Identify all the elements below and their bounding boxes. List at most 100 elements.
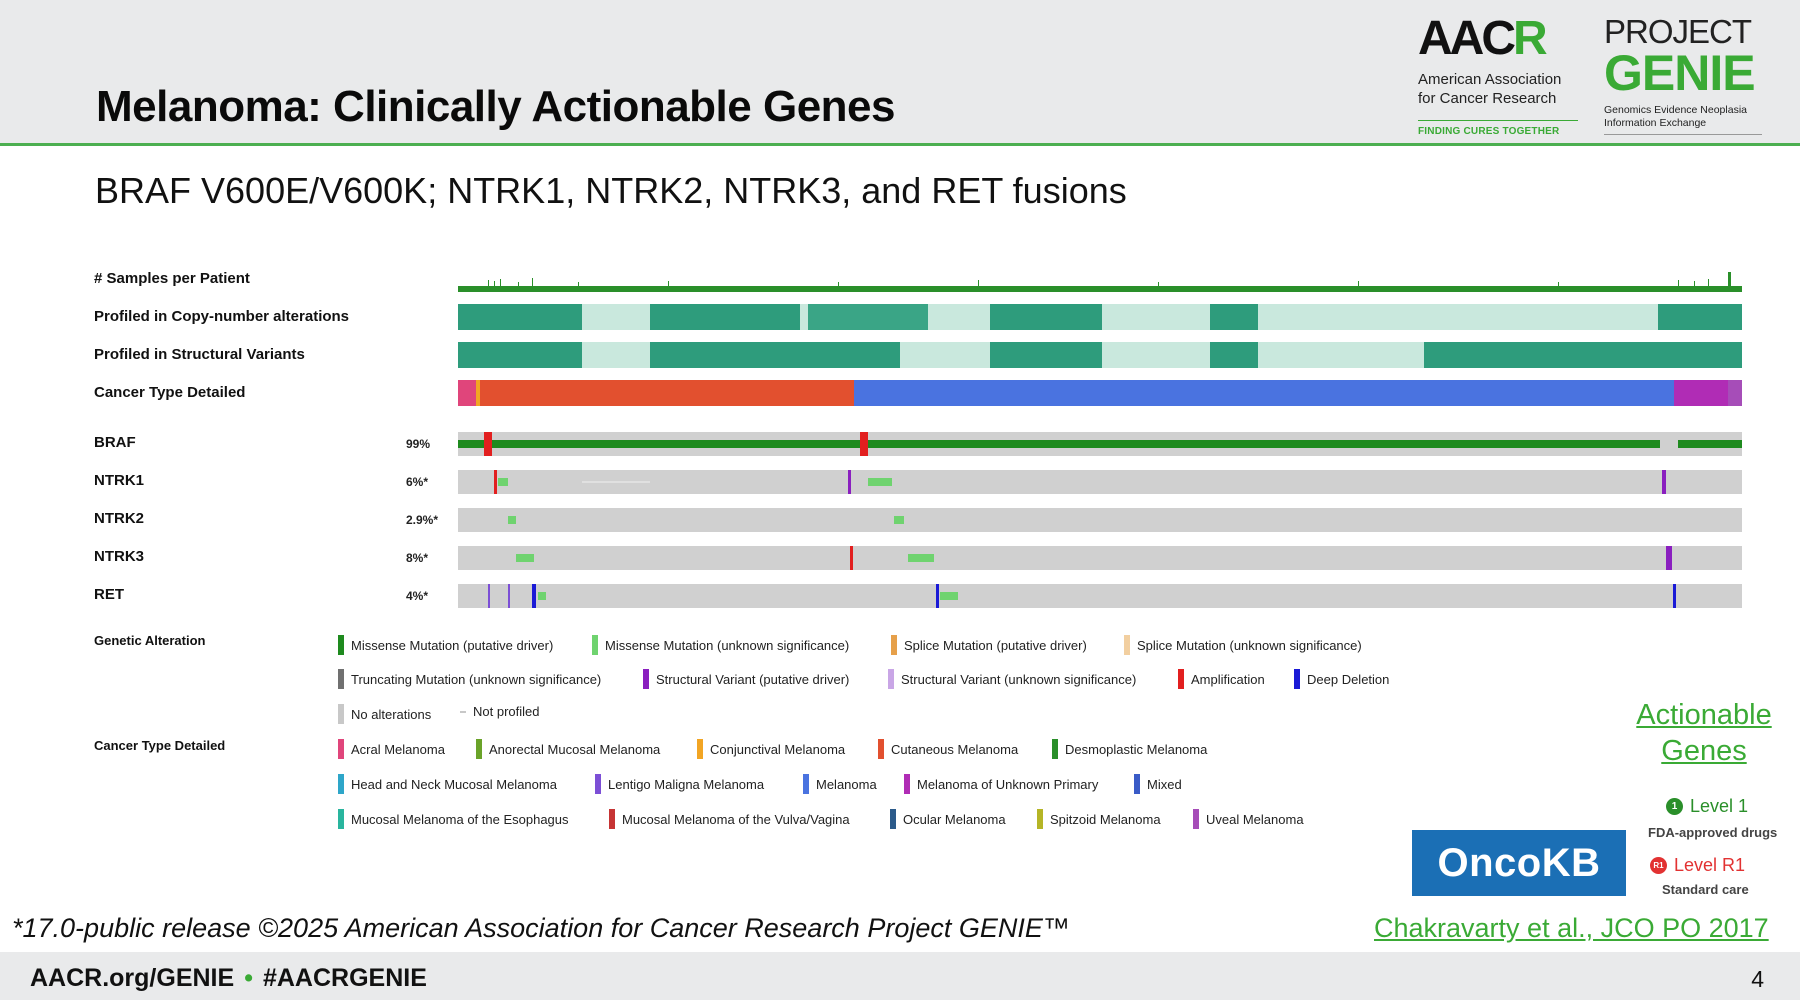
legend-label: Mucosal Melanoma of the Vulva/Vagina [622, 811, 850, 827]
gene-pct-braf: 99% [406, 437, 431, 451]
legend-label: Splice Mutation (unknown significance) [1137, 637, 1362, 653]
legend-label: Splice Mutation (putative driver) [904, 637, 1087, 653]
legend-swatch [1178, 669, 1184, 689]
legend-swatch [460, 710, 466, 713]
legend-label: Missense Mutation (putative driver) [351, 637, 554, 653]
legend-item: Spitzoid Melanoma [1037, 809, 1161, 829]
genie-logo: PROJECT GENIE Genomics Evidence Neoplasi… [1604, 14, 1762, 135]
legend-item: Lentigo Maligna Melanoma [595, 774, 764, 794]
legend-label: Amplification [1191, 671, 1265, 687]
legend-label: Desmoplastic Melanoma [1065, 741, 1208, 757]
ntrk2-track [458, 508, 1742, 532]
legend-label: Not profiled [473, 704, 540, 719]
gene-pct-ntrk2: 2.9%* [406, 513, 439, 527]
aacr-tagline: FINDING CURES TOGETHER [1418, 120, 1578, 137]
legend-item: Truncating Mutation (unknown significanc… [338, 669, 601, 689]
legend-label: Mixed [1147, 776, 1182, 792]
legend-item: Splice Mutation (unknown significance) [1124, 635, 1362, 655]
legend-item: Acral Melanoma [338, 739, 445, 759]
legend-item: Melanoma [803, 774, 877, 794]
slide-subtitle: BRAF V600E/V600K; NTRK1, NTRK2, NTRK3, a… [95, 170, 1127, 211]
legend-swatch [595, 774, 601, 794]
footer-hashtag: #AACRGENIE [262, 964, 427, 992]
ret-track [458, 584, 1742, 608]
legend-item: Missense Mutation (unknown significance) [592, 635, 849, 655]
legend-item: Mixed [1134, 774, 1182, 794]
oncokb-logo: OncoKB [1412, 830, 1626, 896]
legend-item: Melanoma of Unknown Primary [904, 774, 1098, 794]
ntrk3-track [458, 546, 1742, 570]
legend-label: Spitzoid Melanoma [1050, 811, 1161, 827]
footer-bullet: • [244, 964, 253, 992]
legend-label: Structural Variant (putative driver) [656, 671, 850, 687]
legend-item: Conjunctival Melanoma [697, 739, 845, 759]
legend-label: Truncating Mutation (unknown significanc… [351, 671, 602, 687]
legend-label: Melanoma of Unknown Primary [917, 776, 1099, 792]
slide-header: Melanoma: Clinically Actionable Genes AA… [0, 0, 1800, 146]
legend-swatch [643, 669, 649, 689]
aacr-name: American Association for Cancer Research [1418, 71, 1562, 107]
legend-label: Missense Mutation (unknown significance) [605, 637, 850, 653]
legend-label: Conjunctival Melanoma [710, 741, 846, 757]
slide-title: Melanoma: Clinically Actionable Genes [96, 82, 895, 131]
legend-swatch [609, 809, 615, 829]
legend-label: Head and Neck Mucosal Melanoma [351, 776, 557, 792]
legend-item: Anorectal Mucosal Melanoma [476, 739, 660, 759]
legend-label: Cutaneous Melanoma [891, 741, 1019, 757]
legend-swatch [1134, 774, 1140, 794]
legend-heading-cancer-type: Cancer Type Detailed [94, 738, 226, 753]
legend-item: Ocular Melanoma [890, 809, 1006, 829]
legend-item: Not profiled [460, 704, 539, 719]
legend-swatch [1052, 739, 1058, 759]
legend-item: Mucosal Melanoma of the Vulva/Vagina [609, 809, 850, 829]
legend-label: Melanoma [816, 776, 877, 792]
legend-label: Lentigo Maligna Melanoma [608, 776, 765, 792]
aacr-wordmark: AACR [1418, 12, 1548, 65]
profiled-cna-track [458, 304, 1742, 330]
profiled-sv-track [458, 342, 1742, 368]
legend-swatch [803, 774, 809, 794]
legend-item: Deep Deletion [1294, 669, 1389, 689]
legend-label: Ocular Melanoma [903, 811, 1006, 827]
legend-swatch [1124, 635, 1130, 655]
legend-heading-genetic-alteration: Genetic Alteration [94, 633, 206, 648]
legend-swatch [476, 739, 482, 759]
legend-swatch [338, 774, 344, 794]
legend-label: Structural Variant (unknown significance… [901, 671, 1137, 687]
track-label-profiled-sv: Profiled in Structural Variants [94, 346, 305, 363]
actionable-genes-link[interactable]: Actionable Genes [1636, 699, 1772, 767]
braf-track [458, 432, 1742, 456]
level-r1-description: Standard care [1662, 882, 1749, 897]
gene-pct-ret: 4%* [406, 589, 429, 603]
footer-url[interactable]: AACR.org/GENIE [30, 964, 235, 992]
legend-item: Splice Mutation (putative driver) [891, 635, 1087, 655]
track-label-samples-per-patient: # Samples per Patient [94, 270, 250, 287]
legend-swatch [1037, 809, 1043, 829]
legend-label: Deep Deletion [1307, 671, 1390, 687]
legend-label: Anorectal Mucosal Melanoma [489, 741, 661, 757]
genie-project-text: PROJECT [1604, 13, 1752, 50]
level-r1-label: Level R1 [1674, 855, 1746, 875]
citation-link[interactable]: Chakravarty et al., JCO PO 2017 [1374, 913, 1769, 943]
legend-label: No alterations [351, 706, 432, 722]
legend-swatch [1294, 669, 1300, 689]
genie-wordmark: GENIE [1604, 45, 1756, 101]
footer-links: AACR.org/GENIE • #AACRGENIE [30, 964, 427, 993]
level-1-icon: 1 [1666, 798, 1683, 815]
gene-label-braf: BRAF [94, 434, 136, 451]
legend-swatch [1193, 809, 1199, 829]
legend-label: Acral Melanoma [351, 741, 445, 757]
track-label-profiled-cna: Profiled in Copy-number alterations [94, 308, 350, 325]
level-1-indicator: 1 Level 1 [1666, 796, 1748, 817]
aacr-logo: AACR American Association for Cancer Res… [1418, 14, 1583, 137]
legend-swatch [338, 635, 344, 655]
page-number: 4 [1751, 966, 1764, 992]
level-r1-indicator: R1 Level R1 [1650, 855, 1745, 876]
level-r1-icon: R1 [1650, 857, 1667, 874]
gene-pct-ntrk1: 6%* [406, 475, 429, 489]
legend-item: Cutaneous Melanoma [878, 739, 1018, 759]
cancer-type-track [458, 380, 1742, 406]
legend-label: Uveal Melanoma [1206, 811, 1304, 827]
legend-item: Amplification [1178, 669, 1265, 689]
legend-swatch [891, 635, 897, 655]
